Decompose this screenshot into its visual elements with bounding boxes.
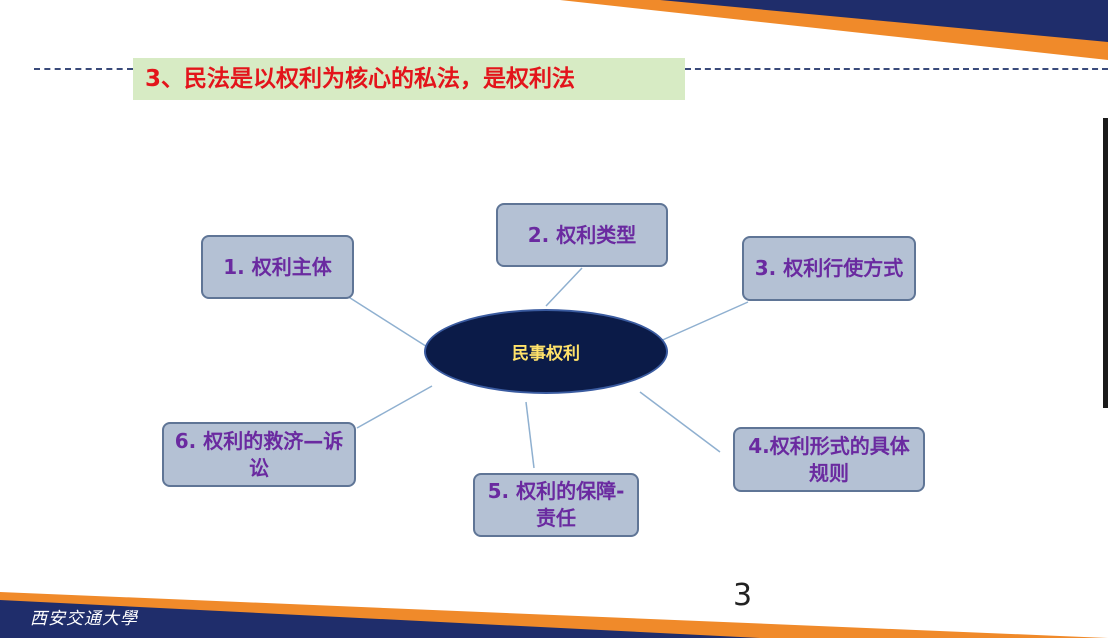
center-node: 民事权利	[424, 309, 668, 394]
dashed-rule-left	[34, 68, 133, 70]
right-edge-bar	[1103, 118, 1108, 408]
connector-1	[346, 295, 433, 351]
node-6: 6. 权利的救济—诉讼	[162, 422, 356, 487]
node-5: 5. 权利的保障-责任	[473, 473, 639, 537]
node-1: 1. 权利主体	[201, 235, 354, 299]
connector-2	[545, 267, 583, 307]
node-3: 3. 权利行使方式	[742, 236, 916, 301]
connector-6	[356, 385, 433, 429]
top-navy-band	[660, 0, 1108, 42]
connector-4	[639, 391, 721, 453]
university-logo: 西安交通大學	[30, 609, 138, 629]
connector-3	[657, 301, 749, 343]
connector-5	[525, 401, 535, 469]
node-4: 4.权利形式的具体规则	[733, 427, 925, 492]
dashed-rule-right	[685, 68, 1108, 70]
slide-title: 3、民法是以权利为核心的私法，是权利法	[133, 58, 685, 100]
page-number: 3	[733, 578, 753, 613]
bottom-navy-band	[0, 600, 760, 638]
node-2: 2. 权利类型	[496, 203, 668, 267]
